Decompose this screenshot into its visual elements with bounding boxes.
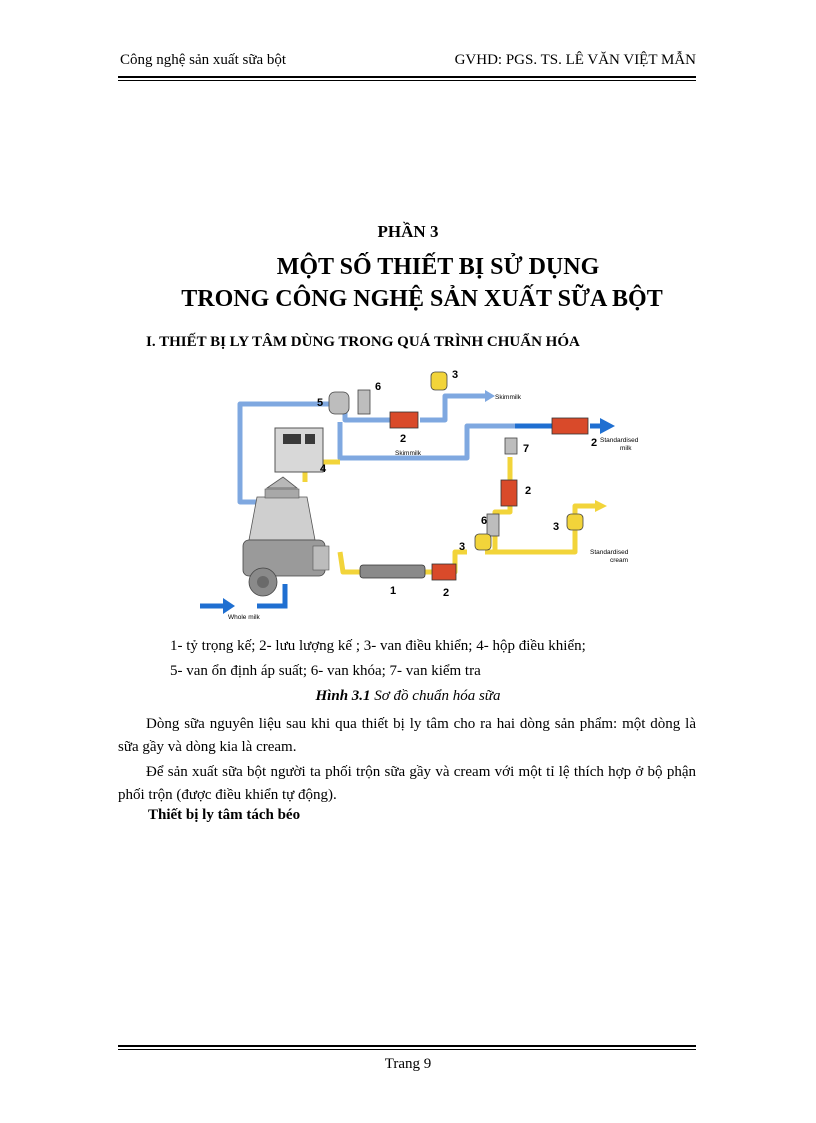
label-2d: 2	[443, 587, 449, 599]
page-number: Trang 9	[384, 1056, 432, 1072]
flowmeter	[431, 563, 457, 581]
label-standardised-cream-2: cream	[610, 557, 628, 564]
chapter-title-line2: TRONG CÔNG NGHỆ SẢN XUẤT SỮA BỘT	[181, 286, 663, 312]
label-2c: 2	[525, 485, 531, 497]
standardization-diagram: 1 2 2 2 2 3 3 3 4 5 6 6 7 Skimmilk Skimm…	[200, 369, 639, 621]
header-title: Công nghệ sản xuất sữa bột	[120, 52, 287, 68]
paragraph-2: Để sản xuất sữa bột người ta phối trộn s…	[118, 764, 696, 803]
label-2a: 2	[400, 433, 406, 445]
footer-rule-thin	[118, 1049, 696, 1050]
paragraph-1: Dòng sữa nguyên liệu sau khi qua thiết b…	[118, 716, 696, 755]
legend-line-2: 5- van ổn định áp suất; 6- van khóa; 7- …	[170, 663, 481, 679]
figure-caption: Hình 3.1 Sơ đồ chuẩn hóa sữa	[0, 688, 816, 705]
caption-number: Hình 3.1	[315, 688, 371, 704]
flowmeter	[551, 417, 589, 435]
density-meter	[359, 564, 426, 579]
label-standardised-cream: Standardised	[590, 549, 629, 556]
footer-rule	[118, 1045, 696, 1047]
header-instructor: GVHD: PGS. TS. LÊ VĂN VIỆT MẪN	[454, 52, 696, 68]
legend-line-1: 1- tỷ trọng kế; 2- lưu lượng kế ; 3- van…	[170, 638, 586, 654]
section-heading: I. THIẾT BỊ LY TÂM DÙNG TRONG QUÁ TRÌNH …	[146, 334, 580, 350]
label-whole-milk: Whole milk	[228, 614, 261, 621]
centrifugal-separator	[242, 476, 330, 597]
label-1: 1	[390, 585, 396, 597]
caption-text: Sơ đồ chuẩn hóa sữa	[370, 688, 501, 704]
cream-pipes	[302, 457, 595, 575]
label-skimmilk-loop: Skimmilk	[395, 450, 422, 457]
label-4: 4	[320, 463, 327, 475]
label-5: 5	[317, 397, 323, 409]
part-heading: PHẦN 3	[377, 222, 439, 241]
label-standardised-milk: Standardised	[600, 437, 639, 444]
label-skimmilk-out: Skimmilk	[495, 394, 522, 401]
chapter-title-line1: MỘT SỐ THIẾT BỊ SỬ DỤNG	[276, 254, 600, 280]
blue-pipes	[200, 423, 600, 609]
label-2b: 2	[591, 437, 597, 449]
label-3b: 3	[459, 541, 465, 553]
label-7: 7	[523, 443, 529, 455]
valves	[328, 371, 584, 551]
subheading: Thiết bị ly tâm tách béo	[148, 807, 301, 823]
label-6a: 6	[375, 381, 381, 393]
label-standardised-milk-2: milk	[620, 445, 632, 452]
flowmeter	[500, 479, 518, 507]
header-rule	[118, 76, 696, 78]
header-rule-thin	[118, 80, 696, 81]
label-3c: 3	[553, 521, 559, 533]
label-6b: 6	[481, 515, 487, 527]
flowmeter	[389, 411, 419, 429]
label-3a: 3	[452, 369, 458, 381]
